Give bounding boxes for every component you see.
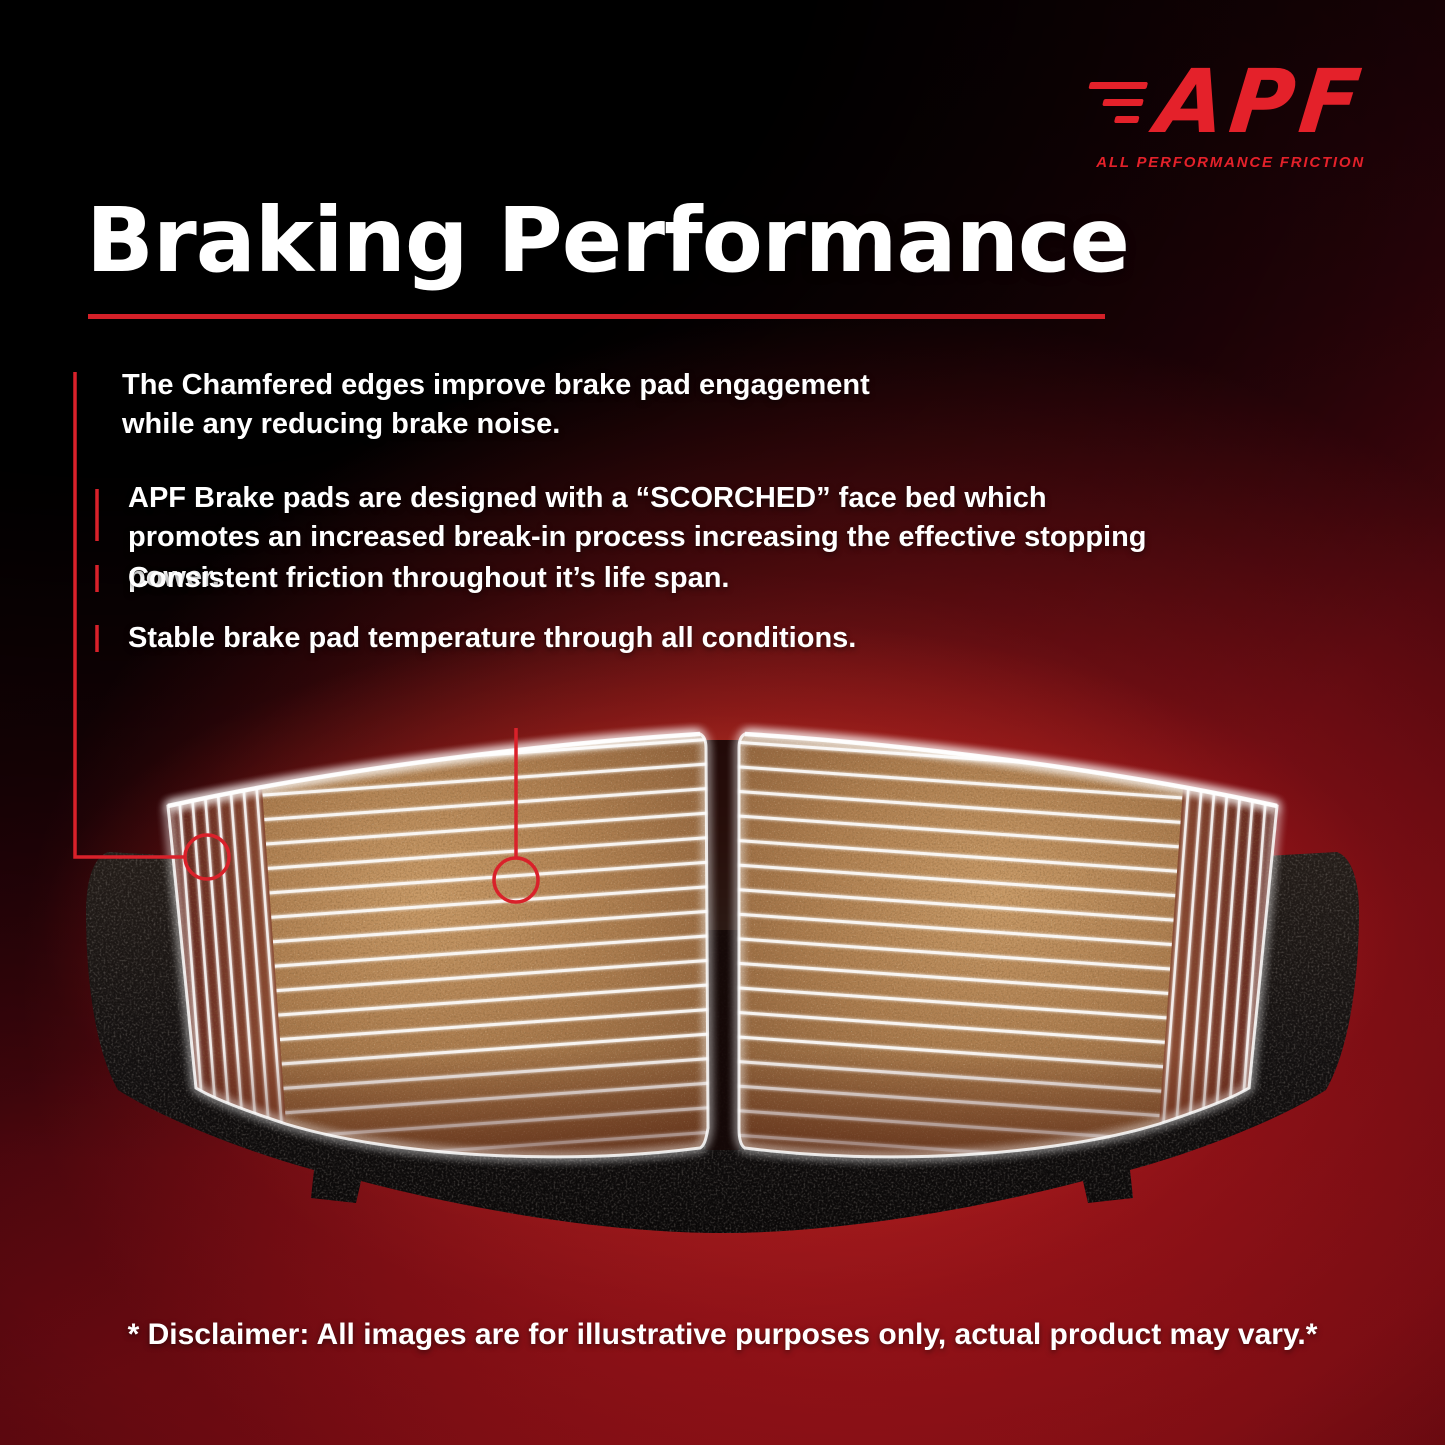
disclaimer-text: * Disclaimer: All images are for illustr… <box>127 1318 1318 1351</box>
callout-line-chamfer <box>73 372 185 859</box>
callout-circle-chamfer <box>183 833 231 881</box>
apf-logo: APF ALL PERFORMANCE FRICTION <box>1085 50 1370 171</box>
title-underline <box>88 314 1105 319</box>
speed-line <box>1102 98 1145 106</box>
bullet-consistent-friction: Consistent friction throughout it’s life… <box>128 562 730 594</box>
pad-top-rim-glow <box>167 731 1278 809</box>
bullet-stable-temperature: Stable brake pad temperature through all… <box>128 622 857 654</box>
apf-logo-mark: APF <box>1085 50 1370 153</box>
speed-line <box>1114 115 1140 123</box>
page-title: Braking Performance <box>86 188 1130 292</box>
apf-wordmark: APF <box>1151 50 1371 153</box>
bullet-chamfered-edges: The Chamfered edges improve brake pad en… <box>122 369 870 441</box>
speed-line <box>1088 81 1149 89</box>
callouts <box>73 372 540 904</box>
apf-tagline: ALL PERFORMANCE FRICTION <box>1096 154 1365 171</box>
bullet-scorched-face: APF Brake pads are designed with a “SCOR… <box>128 482 1147 593</box>
left-pad-bottom-shade <box>168 734 708 1157</box>
speed-lines-icon <box>1080 81 1149 123</box>
pad-center-gap <box>704 740 741 1150</box>
callout-circle-face <box>492 856 540 904</box>
right-pad-bottom-shade <box>739 734 1277 1157</box>
brake-pad-left <box>166 732 710 1159</box>
brake-pad-right <box>737 732 1279 1159</box>
